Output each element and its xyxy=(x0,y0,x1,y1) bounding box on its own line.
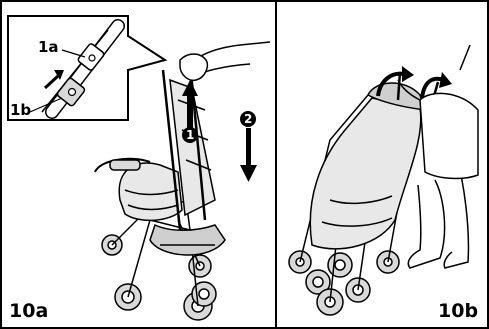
callout-1b: 1b xyxy=(10,101,31,119)
panel-label-10b: 10b xyxy=(438,302,478,321)
step-1-number: 1 xyxy=(186,128,194,142)
panel-label-10a: 10a xyxy=(9,302,48,321)
folded-wheels xyxy=(289,251,399,315)
stroller-folded-drawing xyxy=(289,45,478,315)
callout-1a: 1a xyxy=(38,38,59,56)
detail-inset xyxy=(8,16,165,120)
step-2-number: 2 xyxy=(244,112,252,126)
